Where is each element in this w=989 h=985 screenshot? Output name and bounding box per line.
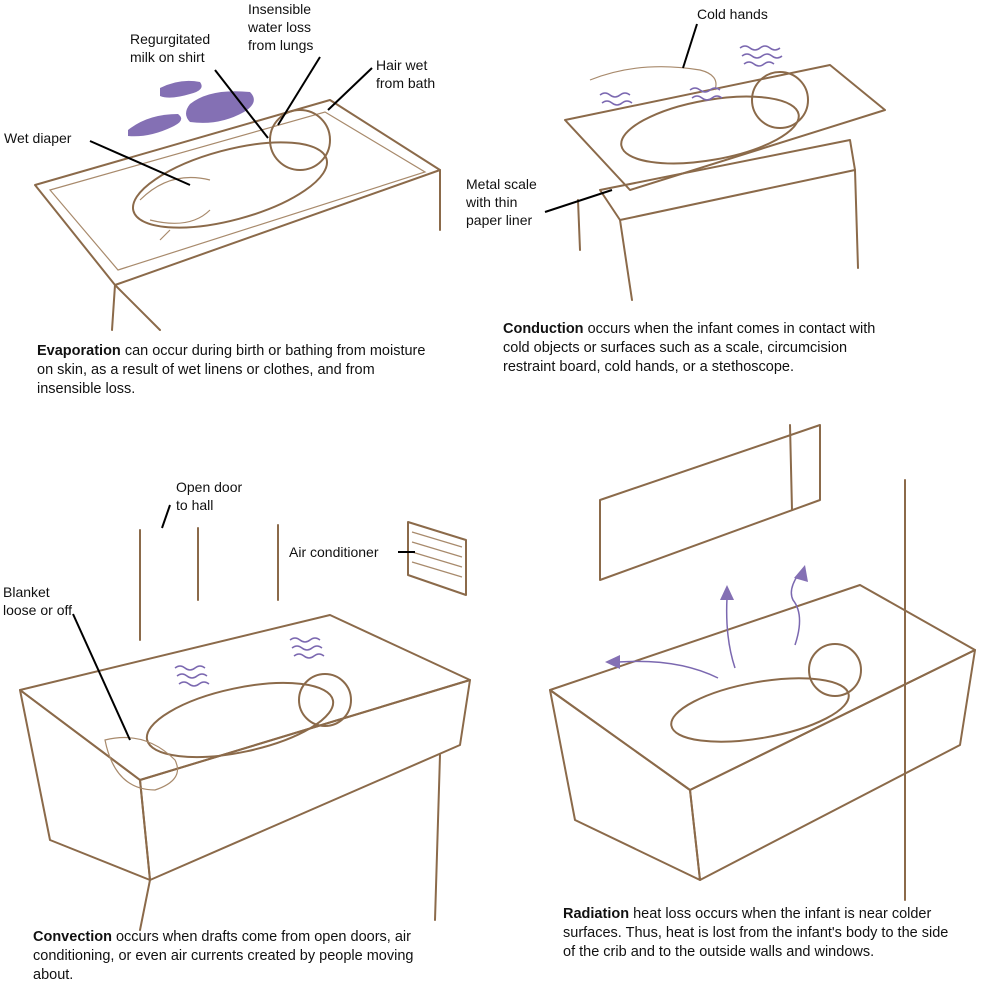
pointer-hair bbox=[327, 67, 373, 111]
pointer-insensible bbox=[277, 56, 321, 126]
caption-text: occurs when the infant comes in contact … bbox=[503, 321, 876, 375]
label-hair-wet: Hair wet from bath bbox=[376, 57, 436, 91]
pointer-scale bbox=[544, 189, 613, 213]
convection-bassinet-sketch bbox=[19, 524, 471, 931]
label-cold-hands: Cold hands bbox=[697, 6, 768, 22]
cold-waves bbox=[599, 45, 783, 106]
caption-text: can occur during birth or bathing from m… bbox=[37, 343, 426, 397]
caption-text: heat loss occurs when the infant is near… bbox=[563, 906, 949, 960]
radiation-crib-sketch bbox=[549, 424, 976, 901]
label-wet-diaper: Wet diaper bbox=[4, 130, 72, 146]
evaporation-bassinet-sketch bbox=[34, 99, 441, 331]
caption-conduction: Conduction occurs when the infant comes … bbox=[503, 320, 903, 377]
caption-title: Evaporation bbox=[37, 343, 121, 359]
label-metal-scale: Metal scale with thin paper liner bbox=[466, 176, 537, 228]
pointer-diaper bbox=[89, 140, 191, 186]
caption-title: Conduction bbox=[503, 321, 584, 337]
pointer-door bbox=[161, 504, 171, 529]
caption-title: Radiation bbox=[563, 906, 630, 922]
label-insensible-water-loss: Insensible water loss from lungs bbox=[248, 1, 314, 53]
caption-title: Convection bbox=[33, 929, 112, 945]
conduction-scale-sketch bbox=[564, 64, 886, 301]
label-open-door: Open door to hall bbox=[176, 479, 243, 513]
label-blanket: Blanket loose or off bbox=[3, 584, 73, 618]
heat-arrows bbox=[605, 565, 808, 679]
label-air-conditioner: Air conditioner bbox=[289, 544, 379, 560]
pointer-regurgitated bbox=[214, 69, 269, 139]
label-regurgitated-milk: Regurgitated milk on shirt bbox=[130, 31, 211, 65]
air-current-waves bbox=[174, 637, 325, 687]
caption-evaporation: Evaporation can occur during birth or ba… bbox=[37, 342, 427, 399]
caption-text: occurs when drafts come from open doors,… bbox=[33, 929, 414, 983]
caption-convection: Convection occurs when drafts come from … bbox=[33, 928, 453, 985]
caption-radiation: Radiation heat loss occurs when the infa… bbox=[563, 905, 953, 962]
pointer-cold-hands bbox=[682, 23, 698, 69]
air-conditioner-vent bbox=[407, 521, 467, 596]
pointer-blanket bbox=[72, 613, 131, 741]
